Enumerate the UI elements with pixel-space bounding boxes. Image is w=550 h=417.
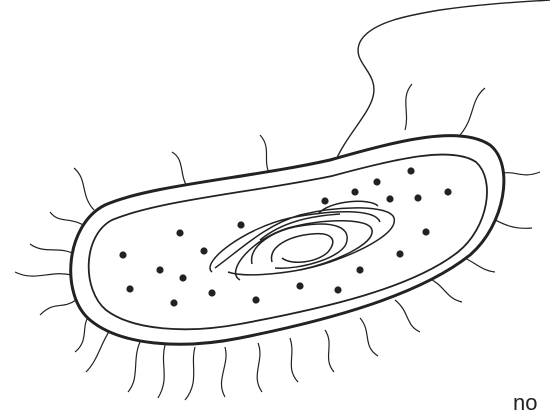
ribosome	[208, 289, 215, 296]
flagellum	[395, 300, 420, 332]
ribosome	[407, 167, 414, 174]
ribosome	[386, 195, 393, 202]
flagellum	[260, 135, 270, 175]
ribosome	[351, 188, 358, 195]
flagellum	[257, 343, 262, 392]
ribosome	[414, 194, 421, 201]
flagellum	[128, 342, 140, 392]
flagellum	[428, 278, 462, 302]
ribosome	[200, 247, 207, 254]
flagellum	[86, 330, 110, 372]
flagellum	[360, 318, 378, 356]
ribosome	[252, 296, 259, 303]
ribosome	[334, 286, 341, 293]
ribosome	[373, 178, 380, 185]
ribosome	[396, 250, 403, 257]
flagellum	[460, 88, 485, 135]
flagellum	[158, 345, 165, 398]
ribosome	[176, 229, 183, 236]
ribosome	[444, 188, 451, 195]
flagellum	[325, 330, 334, 372]
corner-label: no	[513, 390, 537, 416]
ribosome	[119, 251, 126, 258]
ribosome	[237, 221, 244, 228]
ribosome	[356, 266, 363, 273]
ribosome	[170, 299, 177, 306]
flagellum	[40, 300, 76, 315]
flagellum	[290, 338, 298, 382]
flagellum	[185, 347, 195, 400]
ribosome	[422, 228, 429, 235]
ribosome	[296, 282, 303, 289]
ribosome	[126, 285, 133, 292]
flagellum	[405, 84, 412, 130]
flagellum	[75, 315, 90, 352]
flagellum	[74, 168, 94, 210]
ribosome	[156, 266, 163, 273]
flagellum	[30, 244, 76, 255]
ribosome	[321, 197, 328, 204]
flagellum	[221, 347, 226, 397]
ribosome	[179, 274, 186, 281]
flagellum	[15, 272, 72, 276]
